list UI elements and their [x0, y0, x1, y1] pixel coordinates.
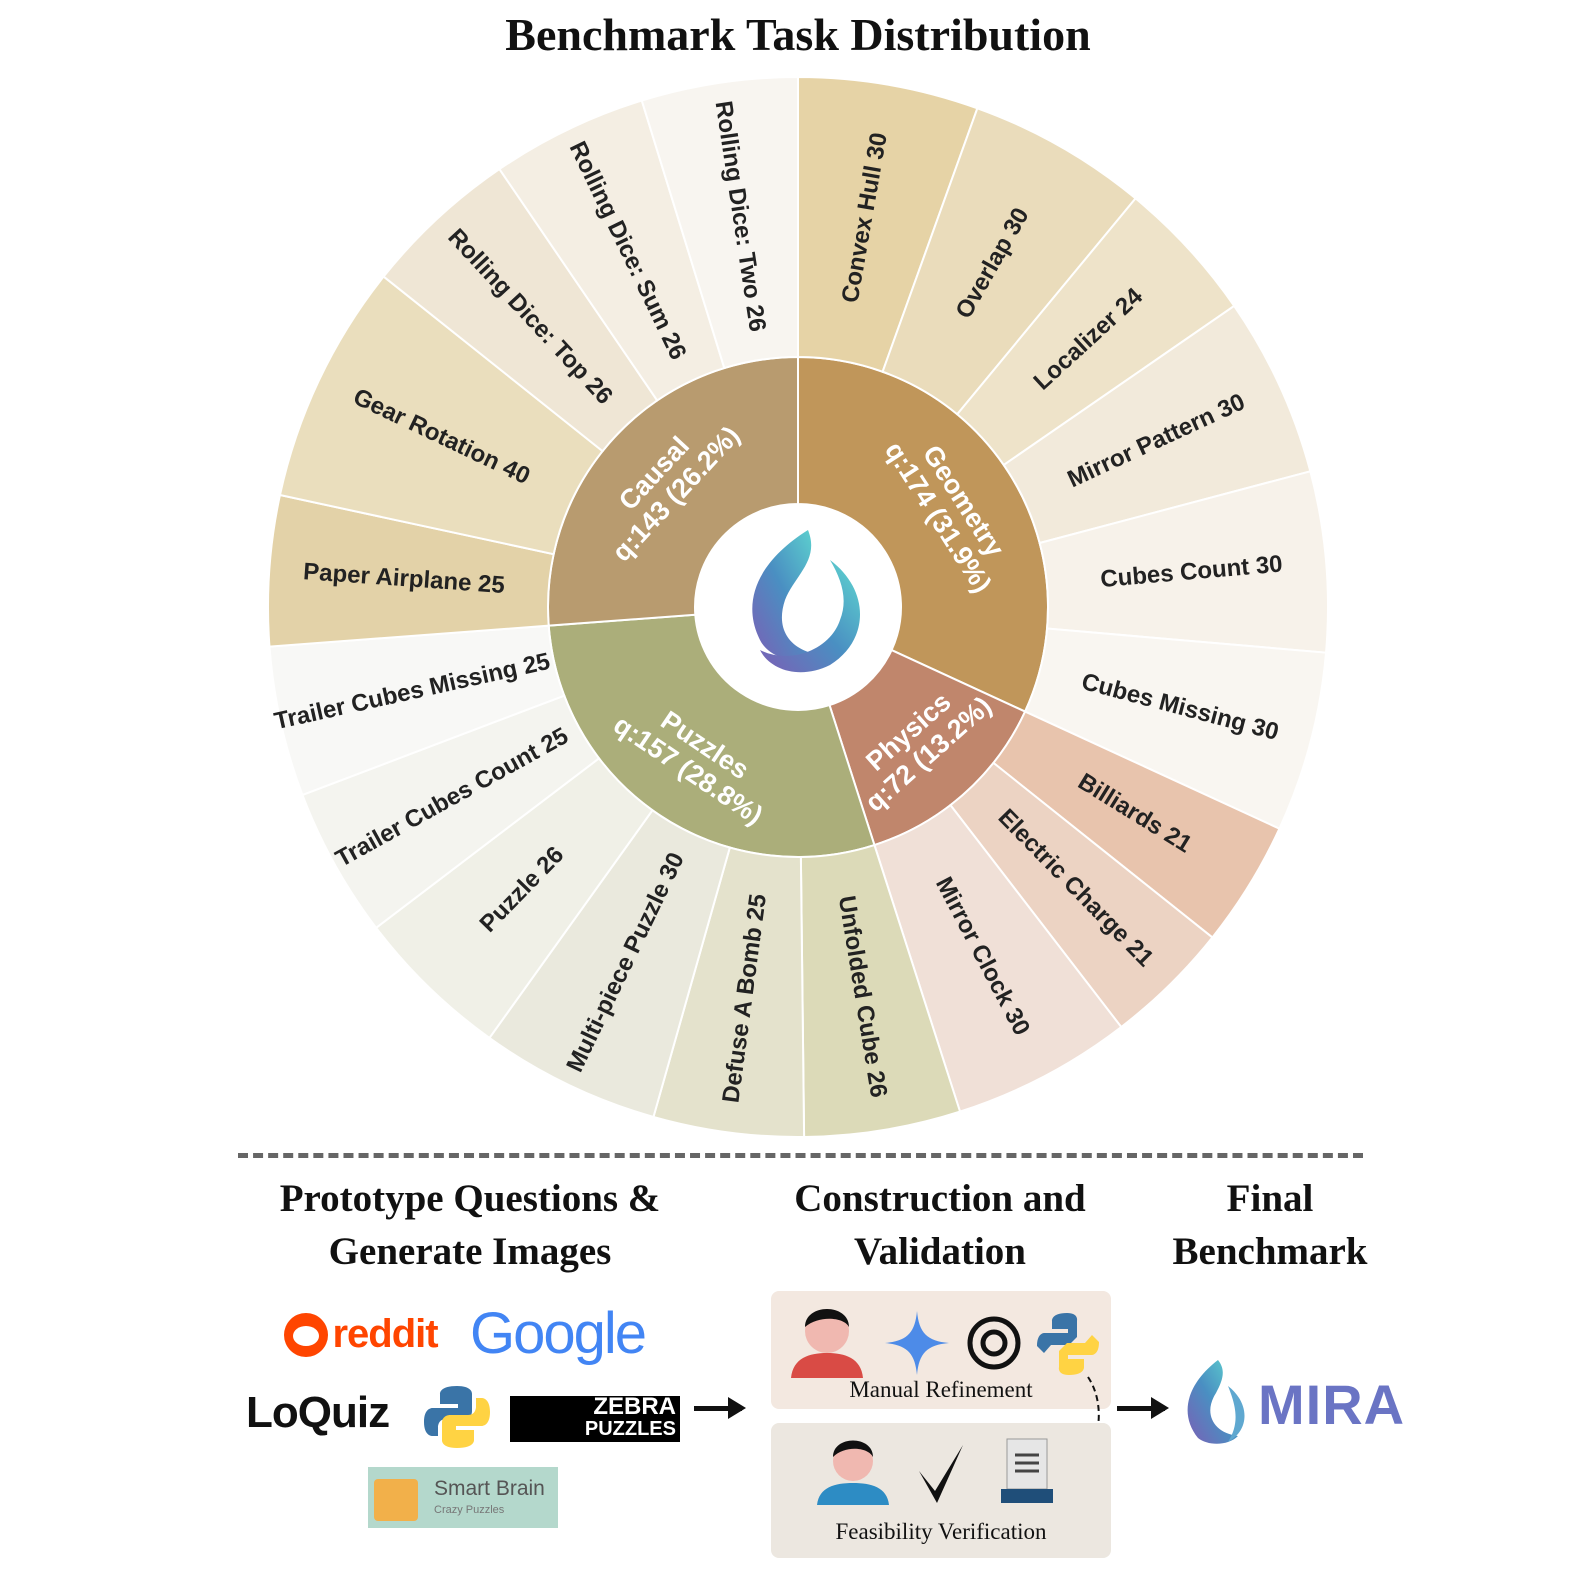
python-icon [1037, 1313, 1099, 1375]
zebra-text: ZEBRA [593, 1393, 676, 1420]
step2-heading-line2: Validation [854, 1230, 1026, 1273]
step3-heading-line1: Final [1226, 1177, 1314, 1220]
smart-brain-logo: Smart Brain Crazy Puzzles [368, 1467, 558, 1528]
chart-title: Benchmark Task Distribution [505, 9, 1091, 60]
center-logo-icon [695, 504, 901, 710]
step1-heading-line2: Generate Images [328, 1230, 612, 1273]
google-logo: Google [470, 1301, 647, 1366]
feasibility-verification-box: Feasibility Verification [771, 1423, 1111, 1558]
document-icon [1001, 1438, 1053, 1503]
manual-refinement-box: Manual Refinement [771, 1291, 1111, 1409]
mira-flame-icon [1187, 1360, 1245, 1444]
step3-heading: Final Benchmark [1150, 1172, 1390, 1278]
puzzles-text: PUZZLES [584, 1418, 676, 1440]
manual-refinement-label: Manual Refinement [849, 1377, 1033, 1402]
step1-heading-line1: Prototype Questions & [279, 1177, 661, 1220]
openai-icon [967, 1316, 1021, 1370]
arrow-right-icon [694, 1397, 746, 1419]
task-segment-rolling-dice-two[interactable] [640, 75, 799, 370]
loquiz-logo: LoQuiz [246, 1388, 390, 1437]
step2-heading: Construction and Validation [760, 1172, 1120, 1278]
step3-heading-line2: Benchmark [1172, 1230, 1368, 1273]
section-divider [238, 1153, 1363, 1158]
arrow-right-icon-2 [1117, 1397, 1169, 1419]
step2-heading-line1: Construction and [794, 1177, 1086, 1220]
mira-text: MIRA [1258, 1373, 1406, 1436]
verification-icons [817, 1438, 1053, 1505]
smart-brain-text: Smart Brain [434, 1477, 545, 1500]
brain-box-icon [374, 1479, 418, 1521]
refinement-icons [791, 1309, 1099, 1378]
gemini-icon [885, 1311, 949, 1375]
reddit-text: reddit [332, 1312, 438, 1356]
reddit-logo: reddit [284, 1312, 439, 1357]
checkmark-icon [919, 1445, 963, 1503]
person-icon [791, 1309, 863, 1378]
person-icon [817, 1440, 889, 1505]
mira-logo: MIRA [1178, 1358, 1418, 1448]
reddit-icon [284, 1312, 328, 1357]
step1-heading: Prototype Questions & Generate Images [240, 1172, 700, 1278]
crazy-puzzles-text: Crazy Puzzles [434, 1504, 505, 1516]
feasibility-verification-label: Feasibility Verification [835, 1519, 1047, 1544]
zebra-puzzles-logo: ZEBRA PUZZLES [510, 1393, 680, 1442]
python-logo-icon [424, 1386, 490, 1448]
